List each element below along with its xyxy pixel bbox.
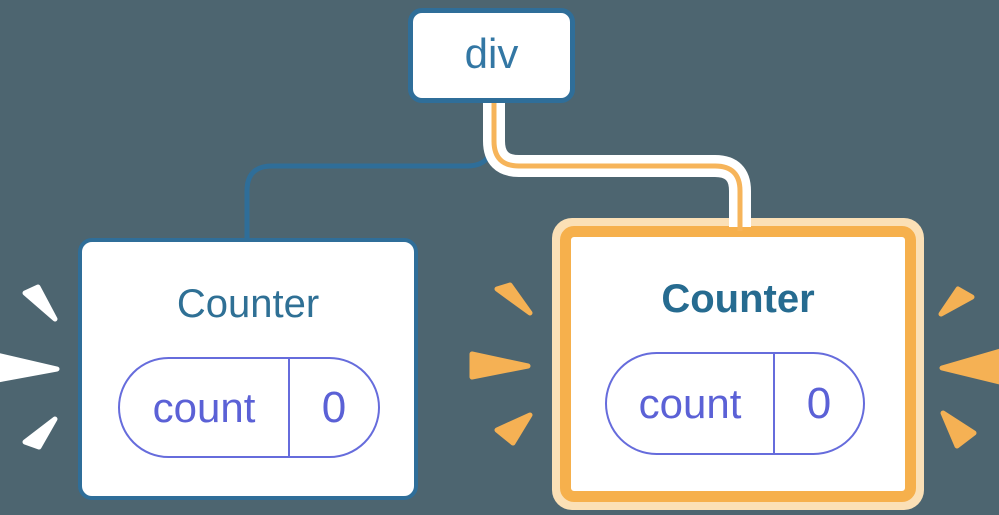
sparkle-ray: [494, 282, 533, 316]
sparkle-ray: [22, 416, 58, 450]
counter-node-right-highlight-ring: Counter count 0: [552, 218, 924, 510]
root-node-label: div: [464, 29, 519, 77]
connector-highlight-casing: [483, 103, 751, 227]
sparkle-ray: [469, 351, 531, 380]
state-value: 0: [806, 378, 832, 428]
state-key: count: [607, 354, 775, 453]
sparkle-burst-right-right-orange: [938, 286, 999, 449]
sparkle-ray: [22, 284, 58, 322]
state-value: 0: [321, 382, 347, 432]
root-node: div: [408, 8, 575, 103]
state-key: count: [120, 359, 290, 456]
counter-title: Counter: [661, 277, 815, 321]
sparkle-ray: [494, 412, 533, 446]
sparkle-burst-right-left-orange: [469, 282, 533, 446]
connector-orange-right: [491, 103, 743, 231]
state-pill: count 0: [605, 352, 865, 455]
sparkle-ray: [940, 410, 977, 449]
counter-node-left: Counter count 0: [78, 238, 418, 500]
state-pill: count 0: [118, 357, 380, 458]
sparkle-ray: [0, 353, 60, 383]
sparkle-burst-left-white: [0, 284, 60, 450]
counter-node-right: Counter count 0: [560, 226, 916, 502]
connector-blue-left: [244, 103, 495, 242]
sparkle-ray: [938, 286, 975, 317]
counter-title: Counter: [176, 282, 320, 326]
sparkle-ray: [939, 348, 999, 385]
